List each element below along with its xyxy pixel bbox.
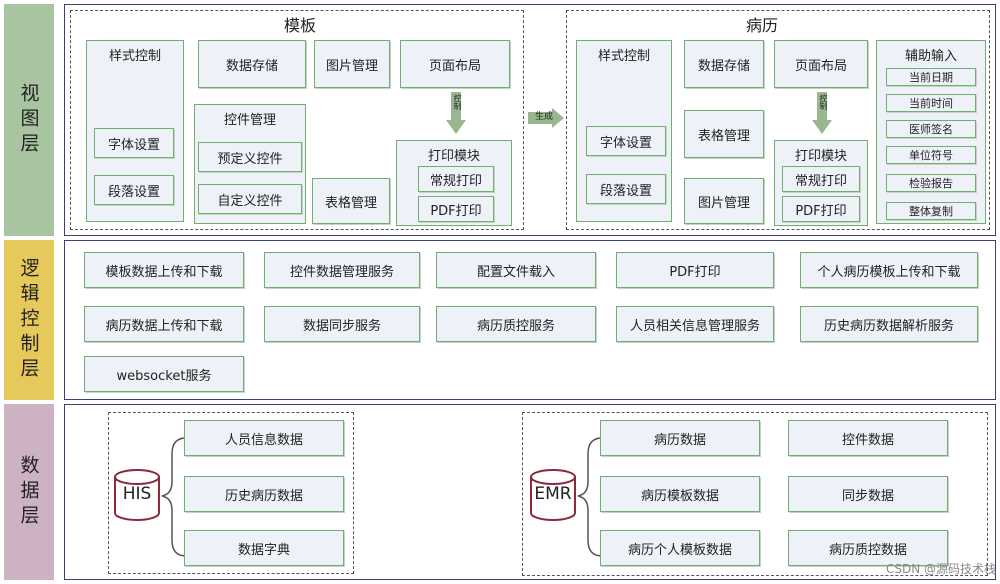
data-layer-band: 数据层	[4, 404, 54, 580]
his-label: HIS	[122, 484, 152, 504]
emr-connector-icon	[577, 437, 603, 557]
his-connector-icon	[161, 437, 187, 557]
record-title: 病历	[745, 16, 778, 35]
record-font-settings: 字体设置	[586, 126, 666, 156]
aux-input-item: 单位符号	[886, 146, 976, 164]
template-normal-print: 常规打印	[418, 166, 494, 192]
emr-data-box: 病历数据	[600, 420, 760, 456]
view-layer-label: 视图层	[17, 82, 40, 158]
record-print-module-label: 打印模块	[794, 149, 847, 164]
template-data-storage: 数据存储	[198, 40, 306, 88]
record-style-control-label: 样式控制	[597, 49, 650, 64]
emr-label: EMR	[534, 484, 572, 504]
record-normal-print: 常规打印	[782, 166, 860, 192]
logic-layer-label: 逻辑控制层	[17, 257, 40, 383]
emr-data-box: 病历质控数据	[788, 530, 948, 566]
template-paragraph-settings: 段落设置	[94, 175, 174, 205]
emr-data-box: 控件数据	[788, 420, 948, 456]
record-image-management: 图片管理	[684, 178, 764, 224]
emr-group	[522, 412, 988, 576]
logic-service-box: 历史病历数据解析服务	[800, 306, 978, 342]
record-pdf-print: PDF打印	[782, 196, 860, 222]
logic-service-box: 病历质控服务	[436, 306, 596, 342]
logic-service-box: 控件数据管理服务	[264, 252, 420, 288]
logic-service-box: websocket服务	[84, 356, 244, 392]
aux-input-item: 检验报告	[886, 174, 976, 192]
watermark: CSDN @源码技术栈	[885, 562, 996, 576]
logic-service-box: PDF打印	[616, 252, 774, 288]
aux-input-title: 辅助输入	[904, 49, 957, 64]
data-layer-label: 数据层	[17, 454, 40, 530]
logic-service-box: 个人病历模板上传和下载	[800, 252, 978, 288]
emr-database-icon	[530, 469, 576, 521]
template-predefined-control: 预定义控件	[198, 142, 302, 172]
record-group	[566, 10, 990, 230]
template-image-management: 图片管理	[314, 40, 390, 88]
template-custom-control: 自定义控件	[198, 184, 302, 214]
template-style-control-label: 样式控制	[108, 49, 161, 64]
template-print-module-label: 打印模块	[427, 149, 480, 164]
aux-input-item: 当前日期	[886, 68, 976, 86]
record-table-management: 表格管理	[684, 110, 764, 158]
logic-service-box: 人员相关信息管理服务	[616, 306, 774, 342]
aux-input-item: 医师签名	[886, 120, 976, 138]
template-pdf-print: PDF打印	[418, 196, 494, 222]
record-control-arrow: 控制	[812, 92, 832, 136]
record-control-arrow-label: 控制	[819, 94, 828, 110]
record-page-layout: 页面布局	[774, 40, 868, 88]
his-group	[108, 412, 354, 574]
logic-service-box: 模板数据上传和下载	[84, 252, 244, 288]
view-layer-band: 视图层	[4, 4, 54, 236]
his-data-box: 历史病历数据	[184, 476, 344, 512]
template-page-layout: 页面布局	[400, 40, 510, 88]
his-data-box: 数据字典	[184, 530, 344, 566]
aux-input-item: 整体复制	[886, 202, 976, 220]
emr-data-box: 同步数据	[788, 476, 948, 512]
template-group	[70, 10, 524, 230]
generate-arrow-label: 生成	[534, 112, 553, 122]
template-title: 模板	[283, 16, 316, 35]
his-database-icon	[114, 469, 160, 521]
template-control-arrow-label: 控制	[453, 94, 462, 110]
template-control-management-label: 控件管理	[223, 113, 276, 128]
aux-input-item: 当前时间	[886, 94, 976, 112]
template-table-management: 表格管理	[312, 178, 390, 224]
logic-layer-band: 逻辑控制层	[4, 240, 54, 400]
record-data-storage: 数据存储	[684, 40, 764, 88]
his-data-box: 人员信息数据	[184, 420, 344, 456]
emr-data-box: 病历个人模板数据	[600, 530, 760, 566]
record-paragraph-settings: 段落设置	[586, 174, 666, 204]
logic-service-box: 数据同步服务	[264, 306, 420, 342]
generate-arrow: 生成	[528, 108, 564, 128]
logic-service-box: 配置文件载入	[436, 252, 596, 288]
template-control-arrow: 控制	[446, 92, 466, 136]
emr-data-box: 病历模板数据	[600, 476, 760, 512]
logic-service-box: 病历数据上传和下载	[84, 306, 244, 342]
template-font-settings: 字体设置	[94, 128, 174, 158]
